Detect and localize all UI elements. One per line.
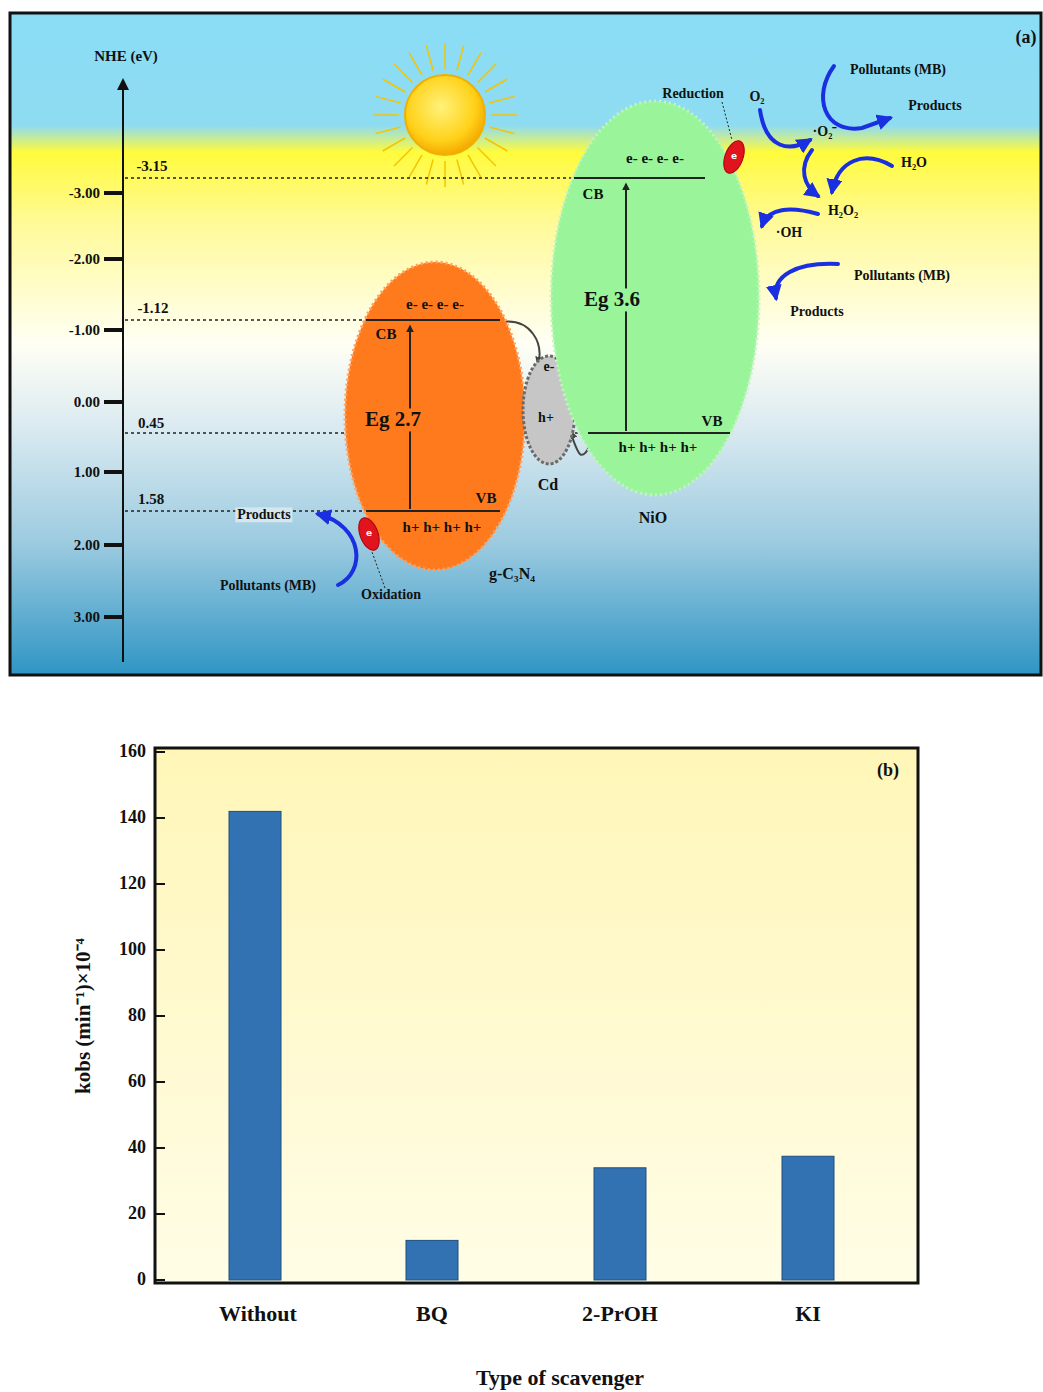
bar-series [229,811,834,1280]
diagram-label: 0.00 [74,394,100,411]
diagram-label: Products [908,98,961,113]
diagram-label: O₂ [749,89,764,104]
chart-label: kobs (min⁻¹)×10⁻⁴ [72,938,95,1094]
diagram-label: H₂O [901,155,927,170]
node-text: Eg 3.6 [581,288,643,311]
diagram-label: 2.00 [74,537,100,554]
diagram-label: ·OH [776,225,802,240]
diagram-label: Pollutants (MB) [850,62,946,77]
node-text: g-C₃N₄ [489,565,535,583]
diagram-label: -1.00 [69,322,100,339]
diagram-label: NHE (eV) [94,48,158,65]
diagram-label: 0.45 [138,415,164,432]
chart-label: 2-PrOH [582,1302,658,1326]
node-text: h+ [538,410,554,425]
reaction-arrows [318,66,892,585]
chart-label: BQ [416,1302,448,1326]
chart-label: KI [795,1302,821,1326]
chart-label: Without [219,1302,297,1326]
chart-label: 100 [119,940,146,960]
diagram-label: Oxidation [361,587,421,602]
panel-a-frame [10,13,1041,675]
diagram-label: Pollutants (MB) [854,268,950,283]
diagram-label: ·O₂⁻ [813,124,838,139]
node-text: h+ h+ h+ h+ [403,519,482,536]
node-text: Cd [538,476,558,494]
diagram-label: -3.15 [136,158,167,175]
y-axis-ticks [155,752,165,1280]
node-text: e [366,529,372,539]
chart-label: 60 [128,1072,146,1092]
node-text: NiO [639,509,667,527]
diagram-label: H₂O₂ [828,203,858,218]
node-text: CB [376,326,397,343]
node-text: CB [583,186,604,203]
diagram-label: Reduction [662,86,723,101]
sun-icon [373,43,517,187]
node-text: e [731,152,737,162]
chart-label: 80 [128,1006,146,1026]
node-text: VB [702,413,723,430]
node-text: VB [476,490,497,507]
chart-label: 120 [119,874,146,894]
node-text: e- [544,359,555,374]
energy-axis [104,84,123,662]
node-text: e- e- e- e- [406,296,464,313]
active-site-dot: e [724,139,744,175]
chart-label: 0 [137,1270,146,1290]
diagram-label: Products [790,304,843,319]
node-text: e- e- e- e- [626,150,684,167]
diagram-label: (b) [877,761,899,781]
chart-plot-area [155,748,918,1283]
diagram-label: 3.00 [74,609,100,626]
diagram-label: -2.00 [69,251,100,268]
chart-label: Type of scavenger [476,1366,644,1390]
chart-label: 140 [119,808,146,828]
node-text: h+ h+ h+ h+ [619,439,698,456]
diagram-label: 1.58 [138,491,164,508]
diagram-label: (a) [1016,28,1037,48]
node-text: Eg 2.7 [362,408,424,431]
chart-label: 160 [119,742,146,762]
diagram-label: Products [235,507,292,522]
diagram-label: -3.00 [69,185,100,202]
active-site-dot: e [359,516,379,552]
chart-label: 20 [128,1204,146,1224]
diagram-label: Pollutants (MB) [220,578,316,593]
diagram-label: -1.12 [137,300,168,317]
diagram-label: 1.00 [74,464,100,481]
chart-label: 40 [128,1138,146,1158]
